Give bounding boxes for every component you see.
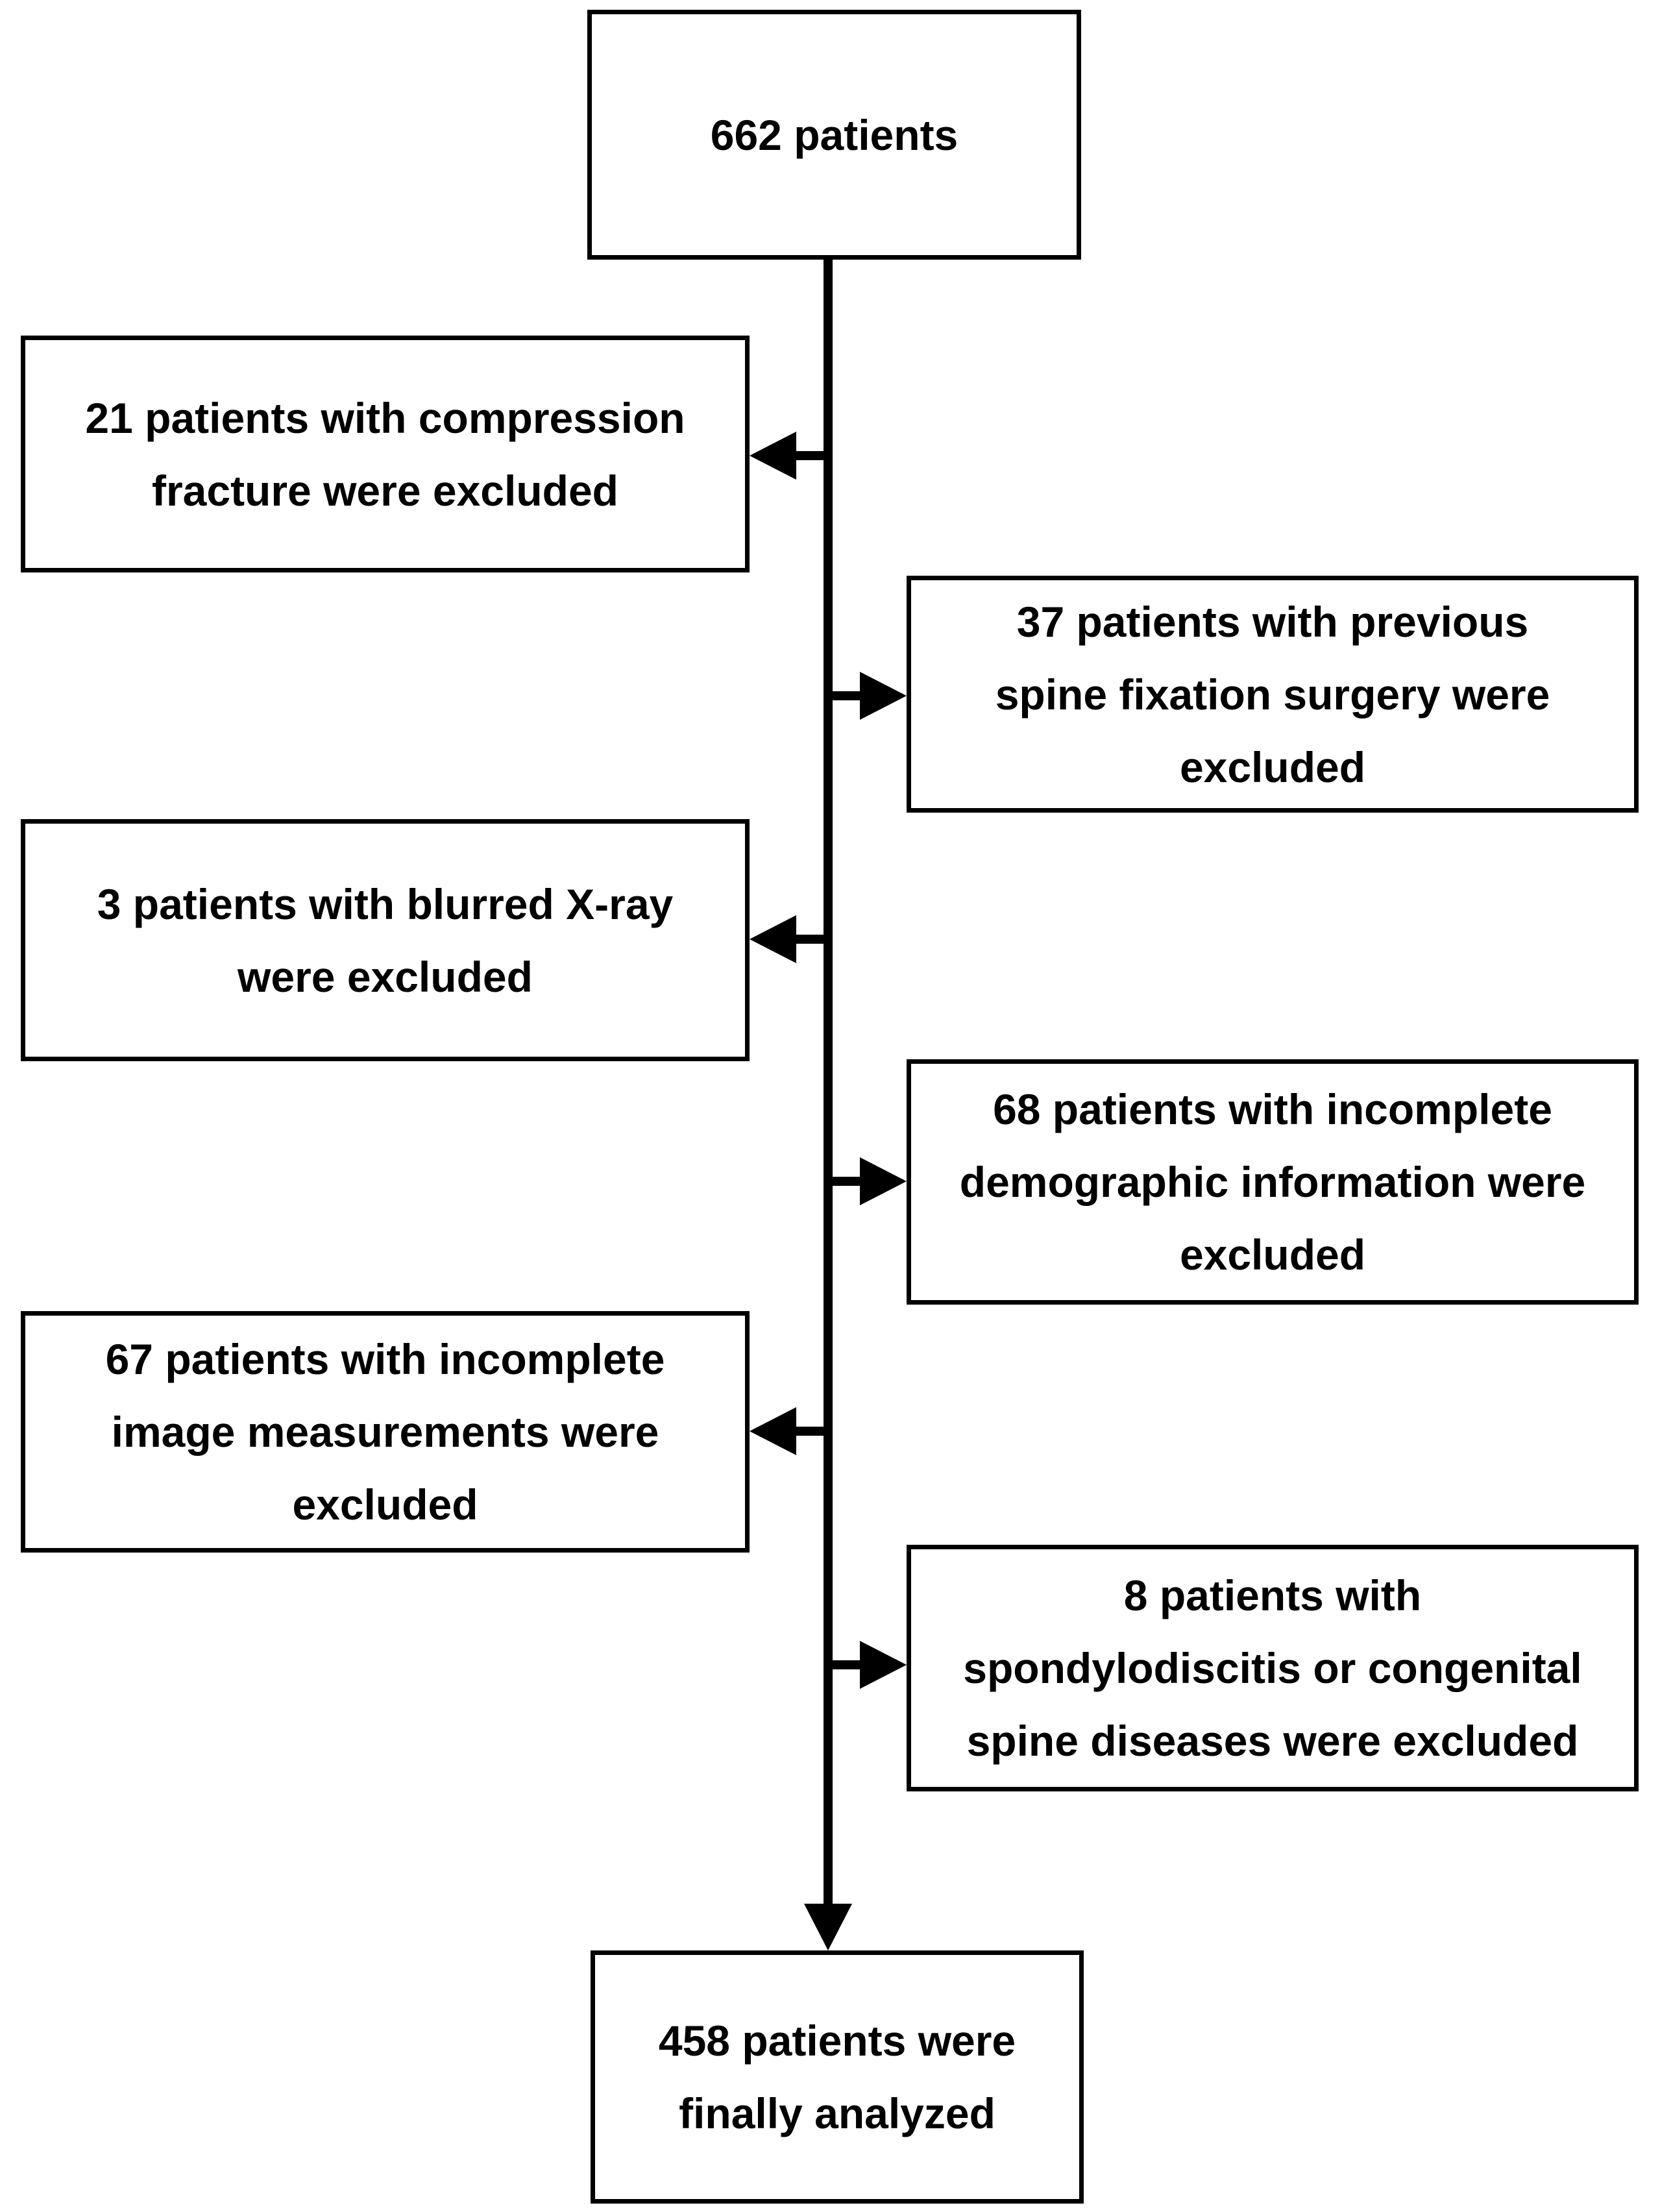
arrowhead-left-compression-fracture [750, 432, 796, 480]
exclusion-box-blurred-xray-label: 3 patients with blurred X-ray were exclu… [97, 879, 674, 1001]
end-box-analyzed-patients: 458 patients were finally analyzed [591, 1950, 1084, 2204]
arrow-shaft-spondylodiscitis [828, 1660, 864, 1669]
arrow-shaft-compression-fracture [793, 451, 829, 460]
arrow-shaft-blurred-xray [793, 935, 829, 944]
arrowhead-right-spine-fixation-surgery [860, 672, 907, 720]
flow-spine-line [824, 258, 833, 1907]
exclusion-box-spondylodiscitis-label: 8 patients with spondylodiscitis or cong… [963, 1571, 1582, 1765]
end-box-analyzed-patients-label: 458 patients were finally analyzed [658, 2017, 1016, 2137]
arrowhead-left-incomplete-measurements [750, 1407, 796, 1455]
exclusion-box-incomplete-demographic-label: 68 patients with incomplete demographic … [959, 1085, 1586, 1279]
exclusion-box-incomplete-demographic: 68 patients with incomplete demographic … [907, 1059, 1639, 1305]
exclusion-box-incomplete-measurements: 67 patients with incomplete image measur… [21, 1311, 750, 1553]
arrowhead-right-spondylodiscitis [860, 1641, 907, 1689]
start-box-label: 662 patients [710, 110, 958, 159]
exclusion-box-incomplete-measurements-label: 67 patients with incomplete image measur… [105, 1335, 665, 1529]
exclusion-box-spine-fixation-surgery: 37 patients with previous spine fixation… [907, 576, 1639, 813]
arrowhead-down-to-end-box [804, 1904, 852, 1950]
exclusion-box-spondylodiscitis: 8 patients with spondylodiscitis or cong… [907, 1545, 1639, 1791]
exclusion-box-blurred-xray: 3 patients with blurred X-ray were exclu… [21, 819, 750, 1061]
arrow-shaft-incomplete-measurements [793, 1427, 829, 1436]
start-box-total-patients: 662 patients [587, 10, 1081, 260]
exclusion-box-compression-fracture-label: 21 patients with compression fracture we… [85, 393, 685, 515]
arrowhead-right-incomplete-demographic [860, 1157, 907, 1205]
exclusion-box-spine-fixation-surgery-label: 37 patients with previous spine fixation… [995, 597, 1550, 791]
arrowhead-left-blurred-xray [750, 915, 796, 963]
exclusion-box-compression-fracture: 21 patients with compression fracture we… [21, 336, 750, 572]
arrow-shaft-spine-fixation-surgery [828, 691, 864, 700]
arrow-shaft-incomplete-demographic [828, 1177, 864, 1186]
